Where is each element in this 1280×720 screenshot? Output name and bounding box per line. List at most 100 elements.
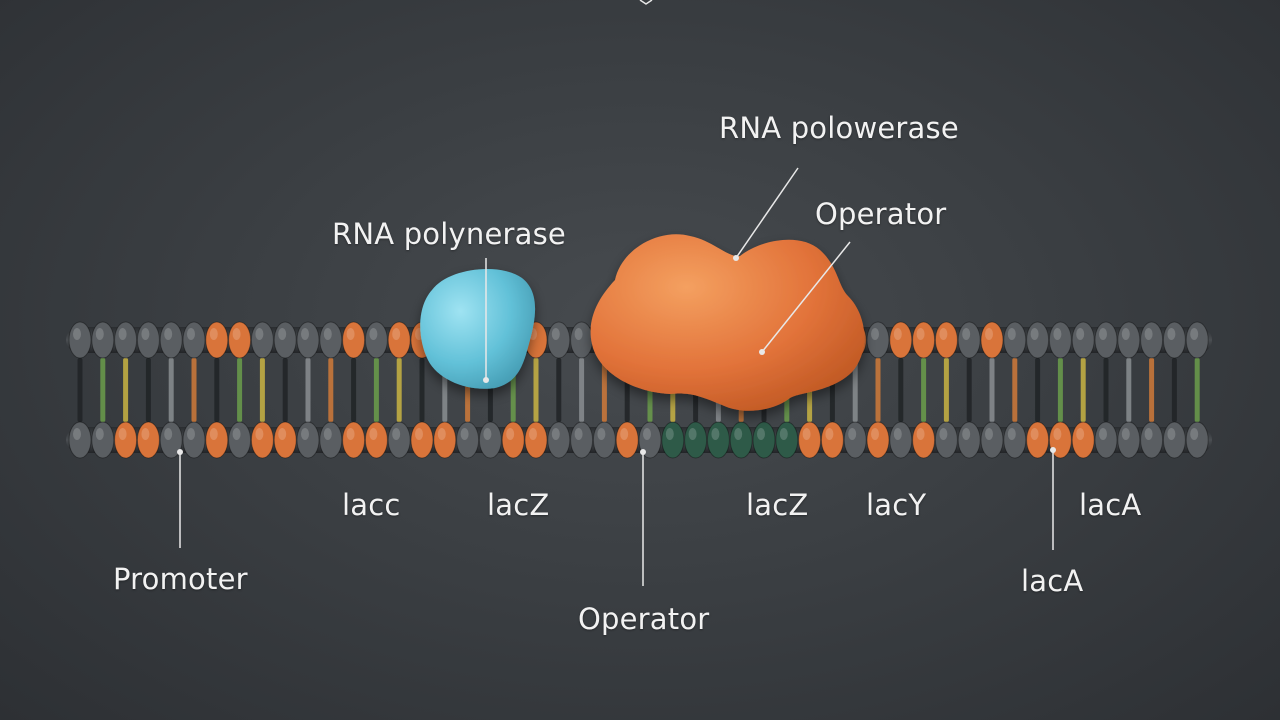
dna-bead-highlight (255, 428, 264, 440)
dna-bead (752, 421, 776, 459)
dna-bead (547, 421, 571, 459)
dna-bead-highlight (1144, 328, 1153, 340)
dna-bead (159, 321, 183, 359)
dna-bead (1185, 421, 1209, 459)
dna-bead (980, 421, 1004, 459)
dna-bead (1094, 421, 1118, 459)
dna-bead (182, 321, 206, 359)
dna-bead (68, 421, 92, 459)
dna-bead (1162, 321, 1186, 359)
dna-bead (615, 421, 639, 459)
dna-bottom-strand-beads (68, 421, 1209, 459)
dna-bead-highlight (415, 428, 423, 440)
base-pair-rung (1080, 358, 1086, 422)
operator-top-label: Operator (815, 197, 947, 231)
dna-bead-highlight (164, 328, 173, 340)
dna-bead (570, 321, 594, 359)
dna-bead (661, 421, 685, 459)
dna-bead (296, 321, 320, 359)
dna-bead-highlight (164, 428, 173, 440)
dna-bead-highlight (1167, 428, 1176, 440)
base-pair-rung (419, 358, 425, 422)
dna-bead-highlight (711, 428, 720, 440)
dna-bead-highlight (779, 428, 788, 440)
dna-bead-highlight (141, 428, 150, 440)
lacz-gene-label-1: lacZ (487, 488, 550, 522)
base-pair-rung (1171, 358, 1177, 422)
dna-bead (228, 321, 252, 359)
base-pair-rung (259, 358, 265, 422)
dna-bead (1094, 321, 1118, 359)
base-pair-rung (237, 358, 243, 422)
dna-bead-highlight (278, 428, 287, 440)
dna-bead-highlight (848, 428, 857, 440)
dna-bead (319, 321, 343, 359)
dna-bead-highlight (278, 328, 287, 340)
dna-bead-highlight (301, 328, 309, 340)
dna-bead-highlight (73, 328, 81, 340)
dna-bead (205, 321, 229, 359)
dna-bead (775, 421, 799, 459)
dna-bead (1048, 321, 1072, 359)
dna-bead-highlight (1167, 328, 1176, 340)
dna-bead (843, 421, 867, 459)
base-pair-rung (1035, 358, 1041, 422)
dna-bead-highlight (962, 428, 971, 440)
dna-bead-highlight (643, 428, 651, 440)
laca-gene-label-top: lacA (1079, 488, 1142, 522)
dna-bead (250, 321, 274, 359)
dna-bead-highlight (529, 428, 537, 440)
dna-bead-highlight (346, 328, 355, 340)
dna-bead (68, 321, 92, 359)
rna-polymerase-top-leader-dot (733, 255, 739, 261)
operator-top-leader-dot (759, 349, 765, 355)
dna-bead-highlight (1007, 428, 1016, 440)
dna-bead-highlight (483, 428, 492, 440)
dna-bead (706, 421, 730, 459)
dna-bead (1140, 321, 1164, 359)
dna-bead (524, 421, 548, 459)
repressor-protein-blob (590, 234, 865, 411)
dna-bead (1071, 321, 1095, 359)
base-pair-rung (533, 358, 539, 422)
dna-bead (1003, 321, 1027, 359)
dna-bead (319, 421, 343, 459)
dna-bead (91, 421, 115, 459)
dna-bead (980, 321, 1004, 359)
dna-bead-highlight (118, 328, 127, 340)
base-pair-rung (214, 358, 220, 422)
base-pair-rung (556, 358, 562, 422)
operator-top-leader-line (761, 241, 851, 353)
base-pair-rung (579, 358, 585, 422)
dna-bead-highlight (1190, 428, 1199, 440)
dna-bead-highlight (574, 328, 583, 340)
rna-polymerase-left-label: RNA polуnerase (332, 217, 566, 251)
dna-bead (342, 421, 366, 459)
dna-bead-highlight (551, 428, 560, 440)
dna-bead-highlight (1030, 428, 1039, 440)
dna-bead-highlight (1121, 328, 1130, 340)
dna-bead-highlight (95, 328, 104, 340)
rna-polymerase-top-leader-line (735, 167, 799, 259)
promoter-label: Promoter (113, 562, 248, 596)
laca-gene-label-bottom: lacA (1021, 564, 1084, 598)
dna-bead-highlight (323, 428, 332, 440)
dna-bead (1026, 421, 1050, 459)
dna-bead (729, 421, 753, 459)
dna-bead-highlight (187, 428, 195, 440)
dna-bead (501, 421, 525, 459)
dna-bead-highlight (232, 428, 241, 440)
dna-bead-highlight (1099, 428, 1107, 440)
rna-polymerase-blob (420, 268, 536, 389)
dna-bead-highlight (985, 328, 993, 340)
dna-bead (114, 321, 138, 359)
dna-bead-highlight (95, 428, 104, 440)
dna-bead-highlight (916, 328, 925, 340)
dna-bead-highlight (597, 428, 606, 440)
dna-bead (957, 421, 981, 459)
base-pair-rung (77, 358, 83, 422)
dna-bead-highlight (871, 328, 879, 340)
dna-bead-highlight (1053, 328, 1062, 340)
dna-bead (364, 421, 388, 459)
